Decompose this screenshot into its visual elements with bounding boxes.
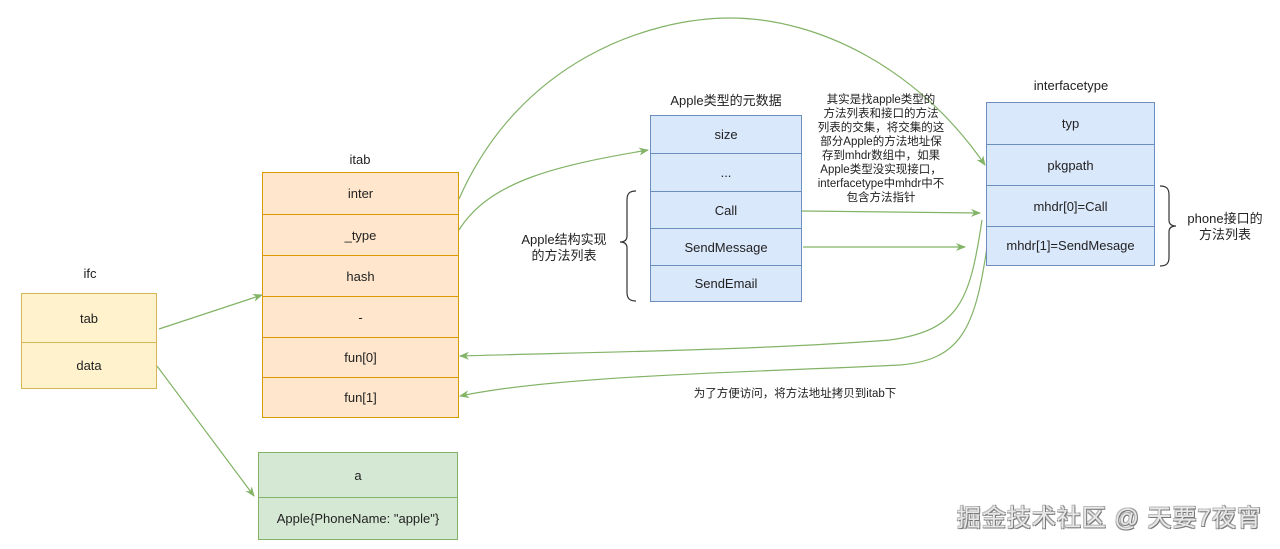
meta-field-sendmessage: SendMessage — [651, 228, 801, 265]
iface-field-mhdr1: mhdr[1]=SendMesage — [987, 226, 1154, 264]
note-line: 包含方法指针 — [846, 192, 916, 204]
intersection-note: 其实是找apple类型的 方法列表和接口的方法 列表的交集，将交集的这 部分Ap… — [806, 93, 956, 205]
apple-meta-struct: size ... Call SendMessage SendEmail — [650, 115, 802, 302]
interface-methods-label-line2: 方法列表 — [1198, 227, 1251, 242]
iface-field-pkgpath: pkgpath — [987, 144, 1154, 185]
note-line: 其实是找apple类型的 — [826, 94, 936, 106]
brace-interface-methods — [1159, 185, 1177, 267]
meta-field-sendemail: SendEmail — [651, 265, 801, 300]
interfacetype-title: interfacetype — [1033, 78, 1109, 93]
interfacetype-struct: typ pkgpath mhdr[0]=Call mhdr[1]=SendMes… — [986, 102, 1155, 266]
apple-methods-label-line2: 的方法列表 — [531, 248, 597, 263]
apple-methods-label: Apple结构实现 的方法列表 — [512, 232, 616, 264]
arrow-type-to-meta — [458, 147, 649, 231]
arrow-mhdr-to-fun1 — [459, 246, 988, 399]
itab-field-type: _type — [263, 214, 458, 255]
note-line: interfacetype中mhdr中不 — [817, 178, 945, 190]
copy-note: 为了方便访问，将方法地址拷贝到itab下 — [693, 388, 897, 400]
ifc-title: ifc — [83, 266, 97, 281]
itab-field-fun0: fun[0] — [263, 337, 458, 377]
meta-field-size: size — [714, 127, 738, 142]
value-field-a: a — [354, 467, 362, 483]
apple-methods-label-line1: Apple结构实现 — [521, 232, 607, 247]
apple-meta-title: Apple类型的元数据 — [670, 93, 782, 108]
arrow-inter-to-interfacetype — [458, 17, 986, 200]
arrow-tab-to-itab — [158, 294, 263, 330]
note-line: Apple类型没实现接口， — [820, 164, 942, 176]
arrow-call-to-mhdr0 — [801, 208, 981, 217]
iface-field-typ: typ — [1061, 116, 1080, 131]
brace-apple-methods — [619, 190, 637, 302]
interface-methods-label-line1: phone接口的 — [1187, 211, 1263, 226]
arrow-data-to-value — [156, 365, 255, 497]
ifc-struct: tab data — [21, 293, 157, 389]
iface-field-mhdr0: mhdr[0]=Call — [987, 185, 1154, 226]
value-field-apple: Apple{PhoneName: "apple"} — [259, 497, 457, 539]
note-line: 方法列表和接口的方法 — [823, 108, 939, 120]
ifc-field-tab: tab — [79, 310, 99, 326]
itab-field-inter: inter — [347, 186, 374, 201]
itab-field-hash: hash — [263, 255, 458, 296]
watermark: 掘金技术社区 @ 天要7夜宵 — [956, 505, 1262, 532]
itab-field-padding: - — [263, 296, 458, 337]
meta-field-call: Call — [651, 191, 801, 228]
note-line: 存到mhdr数组中，如果 — [821, 150, 941, 162]
value-struct: a Apple{PhoneName: "apple"} — [258, 452, 458, 540]
interface-methods-label: phone接口的 方法列表 — [1180, 211, 1270, 243]
meta-field-ellipsis: ... — [651, 153, 801, 191]
note-line: 部分Apple的方法地址保 — [820, 136, 942, 148]
note-line: 列表的交集，将交集的这 — [817, 122, 945, 134]
itab-field-fun1: fun[1] — [263, 377, 458, 417]
itab-title: itab — [349, 152, 371, 167]
itab-struct: inter _type hash - fun[0] fun[1] — [262, 172, 459, 418]
arrow-mhdr-to-fun0 — [459, 219, 983, 360]
ifc-field-data: data — [22, 342, 156, 388]
